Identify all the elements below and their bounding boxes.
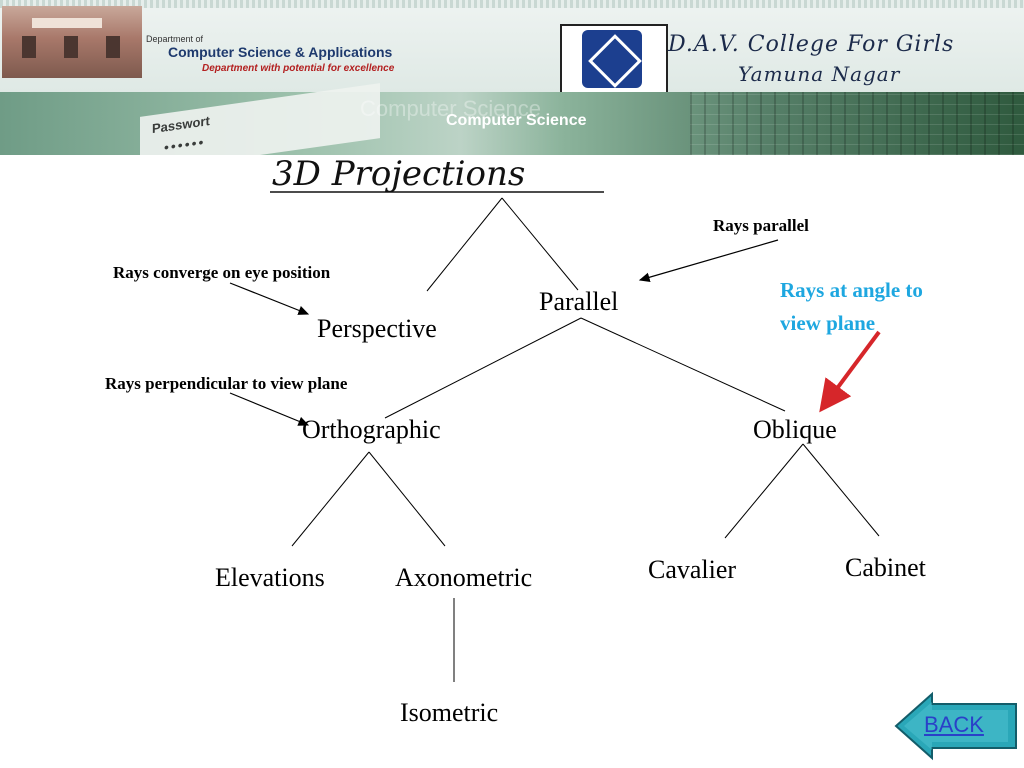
back-link-label[interactable]: BACK [924,712,984,737]
header-banner: Department of Computer Science & Applica… [0,0,1024,155]
node-elevations: Elevations [215,563,325,592]
department-motto: Department with potential for excellence [202,63,395,74]
college-block: D.A.V. College For Girls Yamuna Nagar [668,30,998,92]
arrow-rays-converge [229,282,310,315]
department-name: Computer Science & Applications [168,44,393,60]
node-orthographic: Orthographic [302,415,441,444]
back-arrow-icon [894,691,1017,761]
note-rays-parallel: Rays parallel [713,216,809,235]
banner-text-faint: Computer Science [360,96,541,121]
header-image-band: Passwort •••••• Computer Science Compute… [0,83,1024,155]
note-rays-angle-line2: view plane [780,311,875,335]
note-rays-angle-line1: Rays at angle to [780,278,923,302]
node-cabinet: Cabinet [845,553,927,582]
college-building-photo [2,6,142,78]
diagram-title: 3D Projections [272,154,525,194]
header-pattern-strip [0,0,1024,8]
back-button[interactable]: BACK [892,690,1022,762]
building-window [64,36,78,58]
arrow-rays-parallel [638,239,779,282]
arrow-rays-perpendicular [229,392,310,426]
node-isometric: Isometric [400,698,498,727]
arrow-rays-angle [819,330,881,413]
note-rays-perpendicular: Rays perpendicular to view plane [105,374,348,393]
node-oblique: Oblique [753,415,837,444]
note-rays-converge: Rays converge on eye position [113,263,331,282]
building-sign [32,18,102,28]
college-city: Yamuna Nagar [738,62,901,86]
edge-root-parallel [501,197,579,291]
building-window [22,36,36,58]
node-parallel: Parallel [539,287,618,316]
edge-root-perspective [426,197,503,292]
department-of-label: Department of [146,34,204,44]
edge-parallel-orthographic [384,317,582,419]
edge-orthographic-axonometric [368,451,446,547]
department-block: Department of Computer Science & Applica… [146,34,556,78]
college-emblem-icon [582,30,642,88]
edge-orthographic-elevations [291,451,370,547]
node-axonometric: Axonometric [395,563,532,592]
edge-oblique-cavalier [724,443,804,539]
node-cavalier: Cavalier [648,555,736,584]
circuit-board-image [690,92,1024,155]
banner-text: Computer Science [446,112,587,129]
node-perspective: Perspective [317,314,437,343]
college-logo-frame [560,24,668,96]
building-window [106,36,120,58]
edge-oblique-cabinet [802,443,880,537]
edge-parallel-oblique [580,317,786,412]
header-top-band: Department of Computer Science & Applica… [0,0,1024,96]
college-name: D.A.V. College For Girls [668,32,955,57]
